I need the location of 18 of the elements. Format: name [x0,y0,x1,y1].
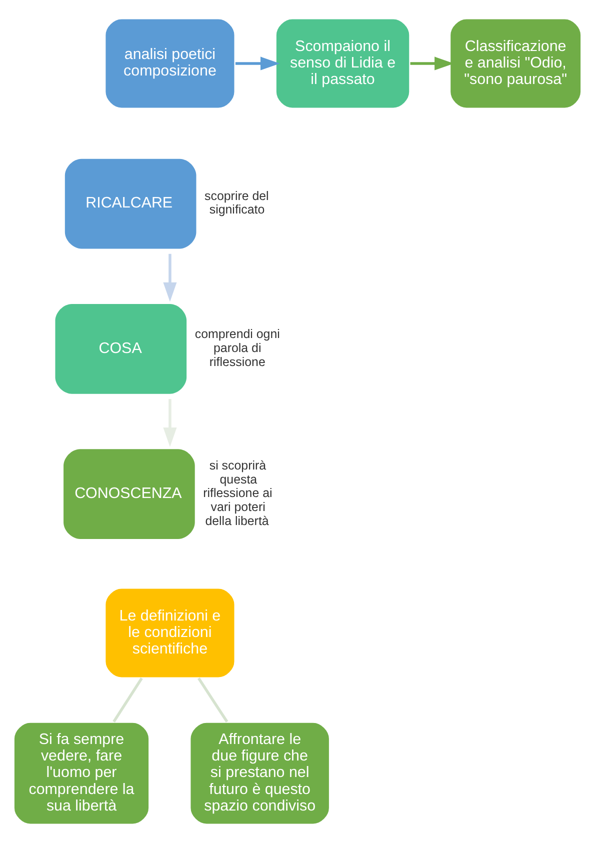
arrow [410,56,454,70]
node-box: Le definizioni e le condizioni scientifiche [104,586,236,678]
node-box: Classificazione e analisi "Odio, "sono paurosa" [449,17,582,109]
connector [198,677,228,722]
connector [112,677,143,722]
node-box: analisi poetici composizione [104,17,236,109]
arrow [235,56,280,70]
node-box: Scompaiono il senso di Lidia e il passato [275,17,410,109]
arrow [163,253,177,302]
node-box: RICALCARE [64,158,196,248]
node-box: CONOSCENZA [64,448,195,538]
node-box: Affrontare le due figure che si prestano nel futuro è questo spazio condiviso [189,720,330,825]
node-label: scoprire del significato [204,188,269,216]
node-box: Si fa sempre vedere, fare l'uomo per comprendere la sua libertà [13,720,150,825]
arrow [163,398,177,446]
node-label: comprendi ogni parola di riflessione [194,326,280,368]
node-label: si scoprirà questa riflessione ai vari poteri della libertà [203,458,272,528]
node-box: COSA [55,304,187,394]
